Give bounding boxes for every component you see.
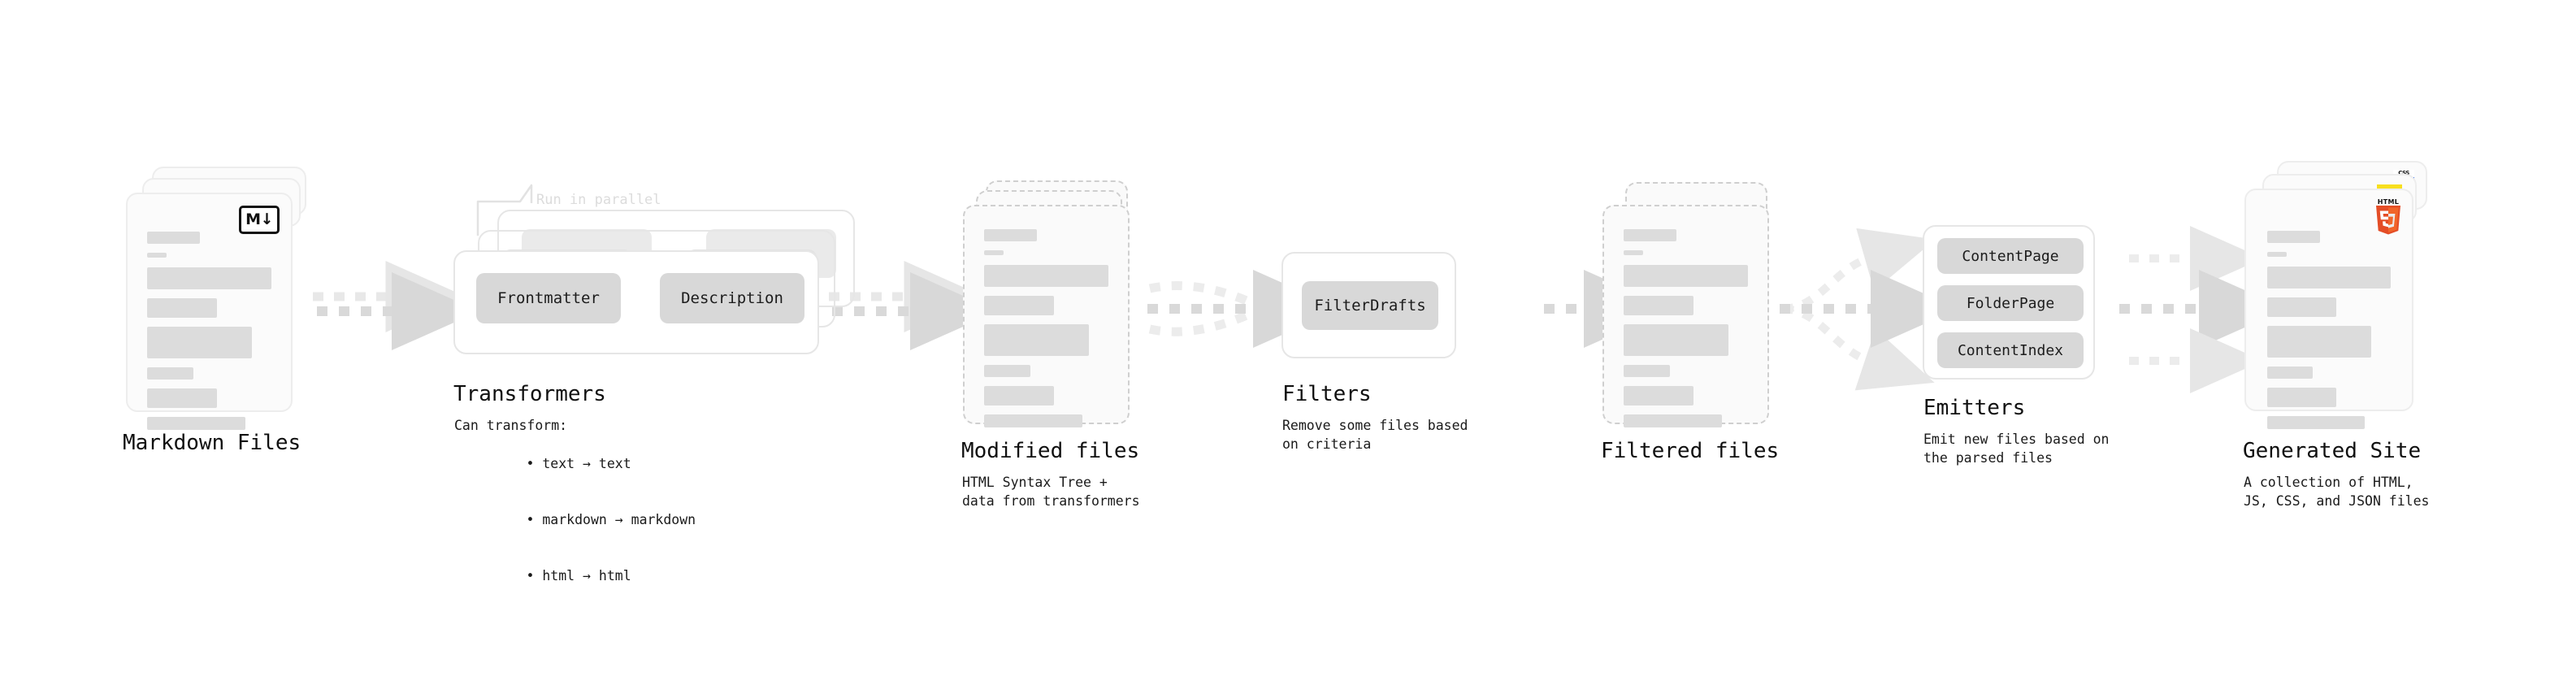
stage-title-transformers: Transformers [453, 382, 606, 406]
content-bar [147, 367, 193, 380]
stage-modified-files: Modified files HTML Syntax Tree + data f… [961, 180, 1150, 509]
markdown-doc-stack: M↓ [126, 167, 313, 430]
filter-pill-filterdrafts-label: FilterDrafts [1314, 297, 1426, 314]
transformer-panel-front[interactable]: Frontmatter Description [453, 250, 819, 354]
content-bar [147, 327, 252, 358]
arrow-emitters-to-site [2119, 226, 2287, 393]
stage-title-generated-site: Generated Site [2243, 439, 2422, 463]
content-bar [2267, 297, 2337, 317]
filtered-doc-stack [1602, 180, 1789, 427]
content-bar [1624, 365, 1670, 377]
content-bar [2267, 252, 2287, 257]
content-bar [147, 267, 271, 289]
modified-doc-stack [963, 180, 1150, 427]
content-bar [147, 253, 167, 258]
emitter-pill-folderpage[interactable]: FolderPage [1937, 285, 2084, 321]
generated-card-html[interactable]: HTML [2244, 189, 2413, 429]
modified-card-front[interactable] [963, 205, 1130, 427]
content-bar [1624, 296, 1693, 315]
emitters-caption: Emit new files based on the parsed files [1923, 432, 2110, 466]
emitter-pill-contentindex[interactable]: ContentIndex [1937, 332, 2084, 368]
content-bar [984, 250, 1004, 255]
emitter-pill-folderpage-label: FolderPage [1966, 294, 2055, 312]
transformers-bullet-list: • text → text • markdown → markdown • ht… [462, 436, 696, 604]
generated-card-content [2267, 231, 2391, 438]
content-bar [147, 388, 217, 408]
list-item-label: text → text [542, 456, 631, 471]
content-bar [1624, 324, 1728, 356]
content-bar [1624, 386, 1693, 406]
list-item: • markdown → markdown [526, 512, 696, 527]
content-bar [1624, 414, 1722, 427]
arrow-filtered-to-emitters [1780, 228, 1958, 391]
stage-filtered-files: Filtered files [1601, 180, 1789, 463]
filters-panel[interactable]: FilterDrafts [1281, 252, 1456, 358]
content-bar [984, 365, 1030, 377]
content-bar [2267, 231, 2320, 243]
content-bar [984, 414, 1082, 427]
modified-card-content [984, 229, 1108, 436]
stage-generated-site: CSS HTML [2243, 161, 2439, 509]
html5-shield-icon [2376, 206, 2400, 235]
stage-title-modified-files: Modified files [961, 439, 1140, 463]
transformer-pill-frontmatter-label: Frontmatter [497, 289, 600, 307]
generated-doc-stack: CSS HTML [2244, 161, 2439, 429]
content-bar [984, 265, 1108, 287]
content-bar [984, 386, 1054, 406]
content-bar [1624, 250, 1643, 255]
transformer-pill-description[interactable]: Description [660, 273, 804, 323]
content-bar [147, 232, 200, 244]
html5-badge-word: HTML [2377, 198, 2400, 206]
emitters-panel[interactable]: ContentPage FolderPage ContentIndex [1923, 225, 2095, 380]
list-item-label: markdown → markdown [542, 512, 696, 527]
arrow-modified-to-filters [1147, 270, 1341, 348]
content-bar [984, 229, 1037, 241]
content-bar [984, 324, 1089, 356]
markdown-badge-label: M↓ [245, 210, 273, 228]
list-item: • text → text [526, 456, 631, 471]
filtered-card-content [1624, 229, 1748, 436]
css-badge-label: CSS [2398, 170, 2409, 176]
content-bar [147, 417, 245, 430]
stage-markdown-files: M↓ Markdown Files [123, 167, 313, 455]
arrow-markdown-to-transformers [313, 261, 479, 350]
transformer-pill-description-label: Description [681, 289, 783, 307]
emitter-pill-contentindex-label: ContentIndex [1957, 341, 2064, 359]
transformer-pill-frontmatter[interactable]: Frontmatter [476, 273, 621, 323]
markdown-badge: M↓ [239, 206, 280, 234]
list-item-label: html → html [542, 568, 631, 583]
content-bar [2267, 267, 2391, 288]
stage-title-filtered-files: Filtered files [1601, 439, 1780, 463]
content-bar [1624, 265, 1748, 287]
markdown-card-front[interactable]: M↓ [126, 193, 293, 430]
content-bar [2267, 367, 2314, 379]
filters-caption: Remove some files based on criteria [1282, 418, 1468, 452]
filter-pill-filterdrafts[interactable]: FilterDrafts [1302, 281, 1438, 330]
content-bar [2267, 416, 2366, 429]
emitter-pill-contentpage[interactable]: ContentPage [1937, 238, 2084, 274]
content-bar [984, 296, 1054, 315]
filtered-card-front[interactable] [1602, 205, 1769, 427]
modified-files-caption: HTML Syntax Tree + data from transformer… [962, 475, 1140, 509]
generated-site-caption: A collection of HTML, JS, CSS, and JSON … [2244, 475, 2430, 509]
content-bar [147, 298, 217, 318]
content-bar [2267, 388, 2337, 407]
transformers-caption: Can transform: [454, 418, 568, 433]
html5-badge: HTML [2374, 198, 2402, 240]
emitter-pill-contentpage-label: ContentPage [1962, 247, 2059, 265]
markdown-card-content [147, 232, 271, 439]
stage-title-markdown-files: Markdown Files [123, 431, 301, 455]
stage-title-emitters: Emitters [1923, 396, 2026, 420]
list-item: • html → html [526, 568, 631, 583]
content-bar [2267, 326, 2371, 358]
content-bar [1624, 229, 1676, 241]
run-in-parallel-note: Run in parallel [536, 192, 661, 208]
stage-title-filters: Filters [1282, 382, 1372, 406]
